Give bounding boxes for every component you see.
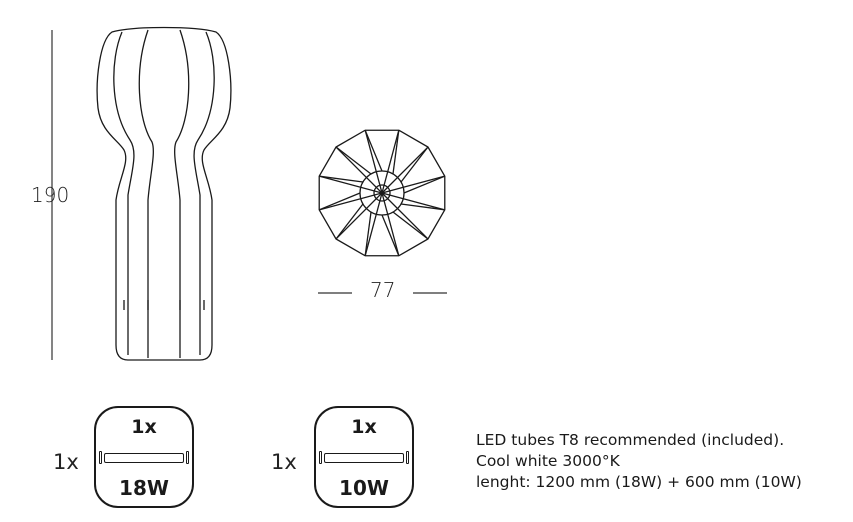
tube-option-1-quantity: 1x — [53, 450, 79, 474]
top-view-facet — [335, 146, 372, 175]
top-view-facet — [335, 203, 364, 240]
led-tube-icon — [319, 451, 409, 464]
lamp-top-view — [318, 129, 446, 257]
top-view-rib — [381, 192, 400, 256]
top-view-facet — [318, 192, 361, 211]
top-view-rib — [381, 130, 400, 194]
top-view-rib — [335, 146, 383, 194]
top-view-rib — [319, 175, 383, 194]
top-view-rib — [381, 175, 445, 194]
top-view-rib — [335, 192, 383, 240]
top-view-rib — [381, 192, 429, 240]
spec-line-2: Cool white 3000°K — [476, 452, 620, 470]
tube-option-2-badge: 1x 10W — [314, 406, 414, 508]
tube-option-1-count: 1x — [131, 416, 157, 438]
spec-line-3: lenght: 1200 mm (18W) + 600 mm (10W) — [476, 473, 802, 491]
top-view-facet — [364, 211, 372, 256]
top-view-facet — [403, 175, 446, 194]
tube-option-2-wattage: 10W — [339, 476, 389, 500]
top-view-rib — [364, 130, 383, 194]
tube-option-1-badge: 1x 18W — [94, 406, 194, 508]
top-view-facet — [400, 146, 429, 183]
top-view-facet — [392, 211, 429, 240]
top-view-rib — [381, 192, 445, 211]
top-view-hub — [373, 184, 391, 202]
top-view-facet — [400, 203, 445, 211]
top-view-rib — [381, 146, 429, 194]
lamp-side-view — [96, 26, 232, 361]
top-view-rib — [364, 192, 383, 256]
tube-option-2-count: 1x — [351, 416, 377, 438]
led-tube-icon — [99, 451, 189, 464]
tube-option-2-quantity: 1x — [271, 450, 297, 474]
top-view-facet — [364, 129, 383, 172]
height-label: 190 — [31, 183, 70, 207]
top-view-facet — [392, 130, 400, 175]
tube-option-1-wattage: 18W — [119, 476, 169, 500]
top-view-facet — [381, 214, 400, 257]
top-view-facet — [319, 175, 364, 183]
diameter-label: 77 — [370, 278, 396, 302]
spec-line-1: LED tubes T8 recommended (included). — [476, 431, 785, 449]
top-view-rib — [319, 192, 383, 211]
specifications: LED tubes T8 recommended (included). Coo… — [476, 430, 802, 493]
